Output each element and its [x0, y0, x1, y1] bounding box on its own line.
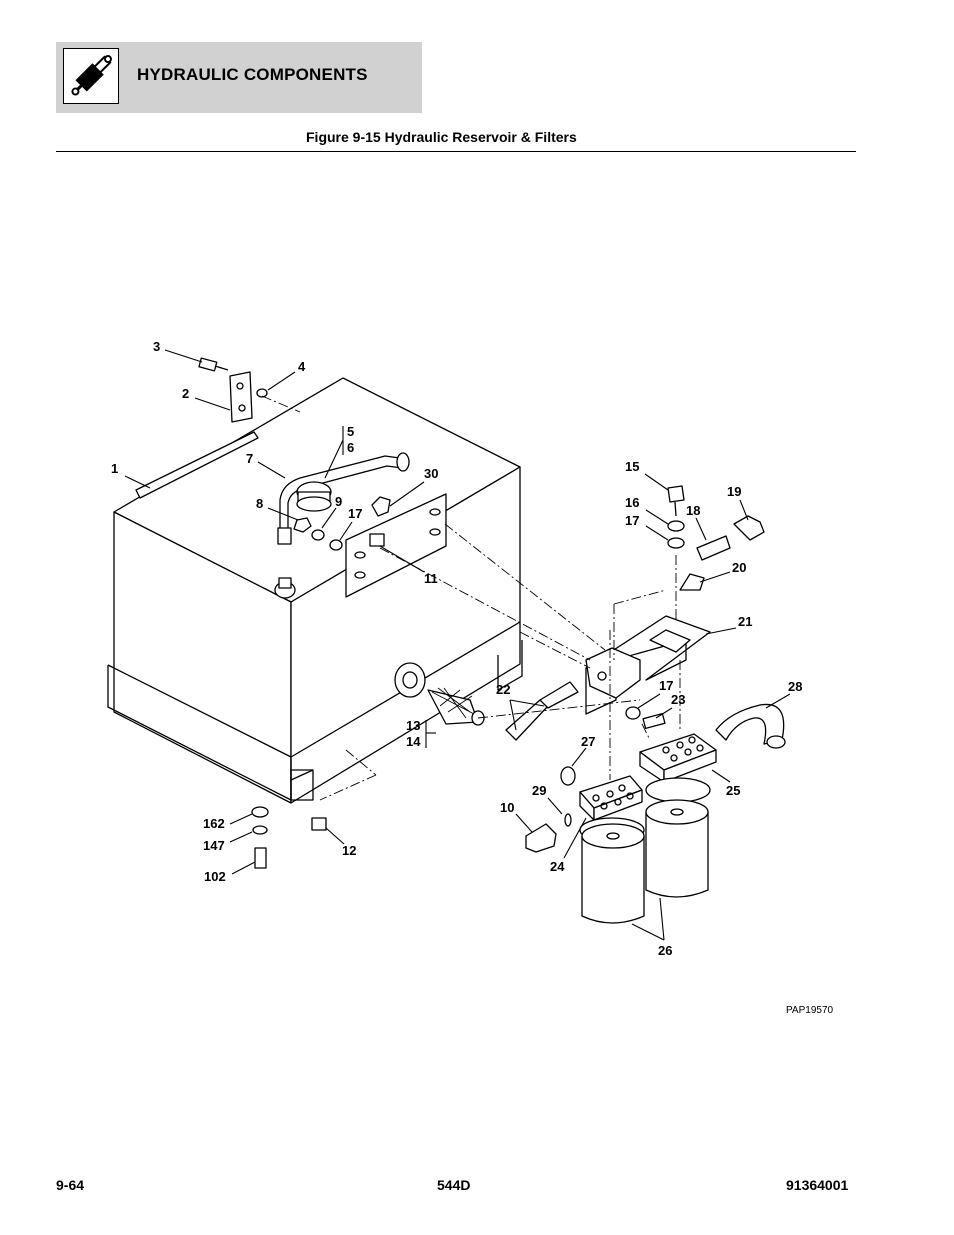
callout-3: 3: [153, 339, 160, 354]
callout-17-bracket: 17: [625, 513, 639, 528]
callout-13: 13: [406, 718, 420, 733]
callout-15: 15: [625, 459, 639, 474]
section-title: HYDRAULIC COMPONENTS: [137, 65, 368, 84]
callout-17-filter: 17: [659, 678, 673, 693]
callout-14: 14: [406, 734, 421, 749]
callout-28: 28: [788, 679, 802, 694]
callout-27: 27: [581, 734, 595, 749]
callout-2: 2: [182, 386, 189, 401]
callout-4: 4: [298, 359, 306, 374]
callout-22: 22: [496, 682, 510, 697]
footer-model: 544D: [437, 1177, 471, 1193]
callout-20: 20: [732, 560, 746, 575]
callout-8: 8: [256, 496, 263, 511]
footer-doc-number: 91364001: [786, 1177, 849, 1193]
callout-23: 23: [671, 692, 685, 707]
callout-162: 162: [203, 816, 225, 831]
callout-1: 1: [111, 461, 118, 476]
callout-29: 29: [532, 783, 546, 798]
callout-17-reservoir: 17: [348, 506, 362, 521]
callout-10: 10: [500, 800, 514, 815]
callout-26: 26: [658, 943, 672, 958]
callout-9: 9: [335, 494, 342, 509]
callout-7: 7: [246, 451, 253, 466]
callout-147: 147: [203, 838, 225, 853]
callout-6: 6: [347, 440, 354, 455]
callout-labels: 1 2 3 4 5 6 7 8 9 17 30 11 15 16 17 18 1…: [111, 339, 802, 958]
callout-5: 5: [347, 424, 354, 439]
callout-18: 18: [686, 503, 700, 518]
callout-102: 102: [204, 869, 226, 884]
callout-30: 30: [424, 466, 438, 481]
figure-title: Figure 9-15 Hydraulic Reservoir & Filter…: [306, 129, 577, 145]
header-divider: [56, 151, 856, 152]
callout-25: 25: [726, 783, 740, 798]
hydraulic-cylinder-icon: [63, 48, 119, 104]
callout-11: 11: [424, 571, 438, 586]
footer-page-number: 9-64: [56, 1177, 85, 1193]
callout-16: 16: [625, 495, 639, 510]
callout-19: 19: [727, 484, 741, 499]
callout-21: 21: [738, 614, 752, 629]
figure-code: PAP19570: [786, 1005, 834, 1016]
callout-12: 12: [342, 843, 356, 858]
callout-24: 24: [550, 859, 565, 874]
